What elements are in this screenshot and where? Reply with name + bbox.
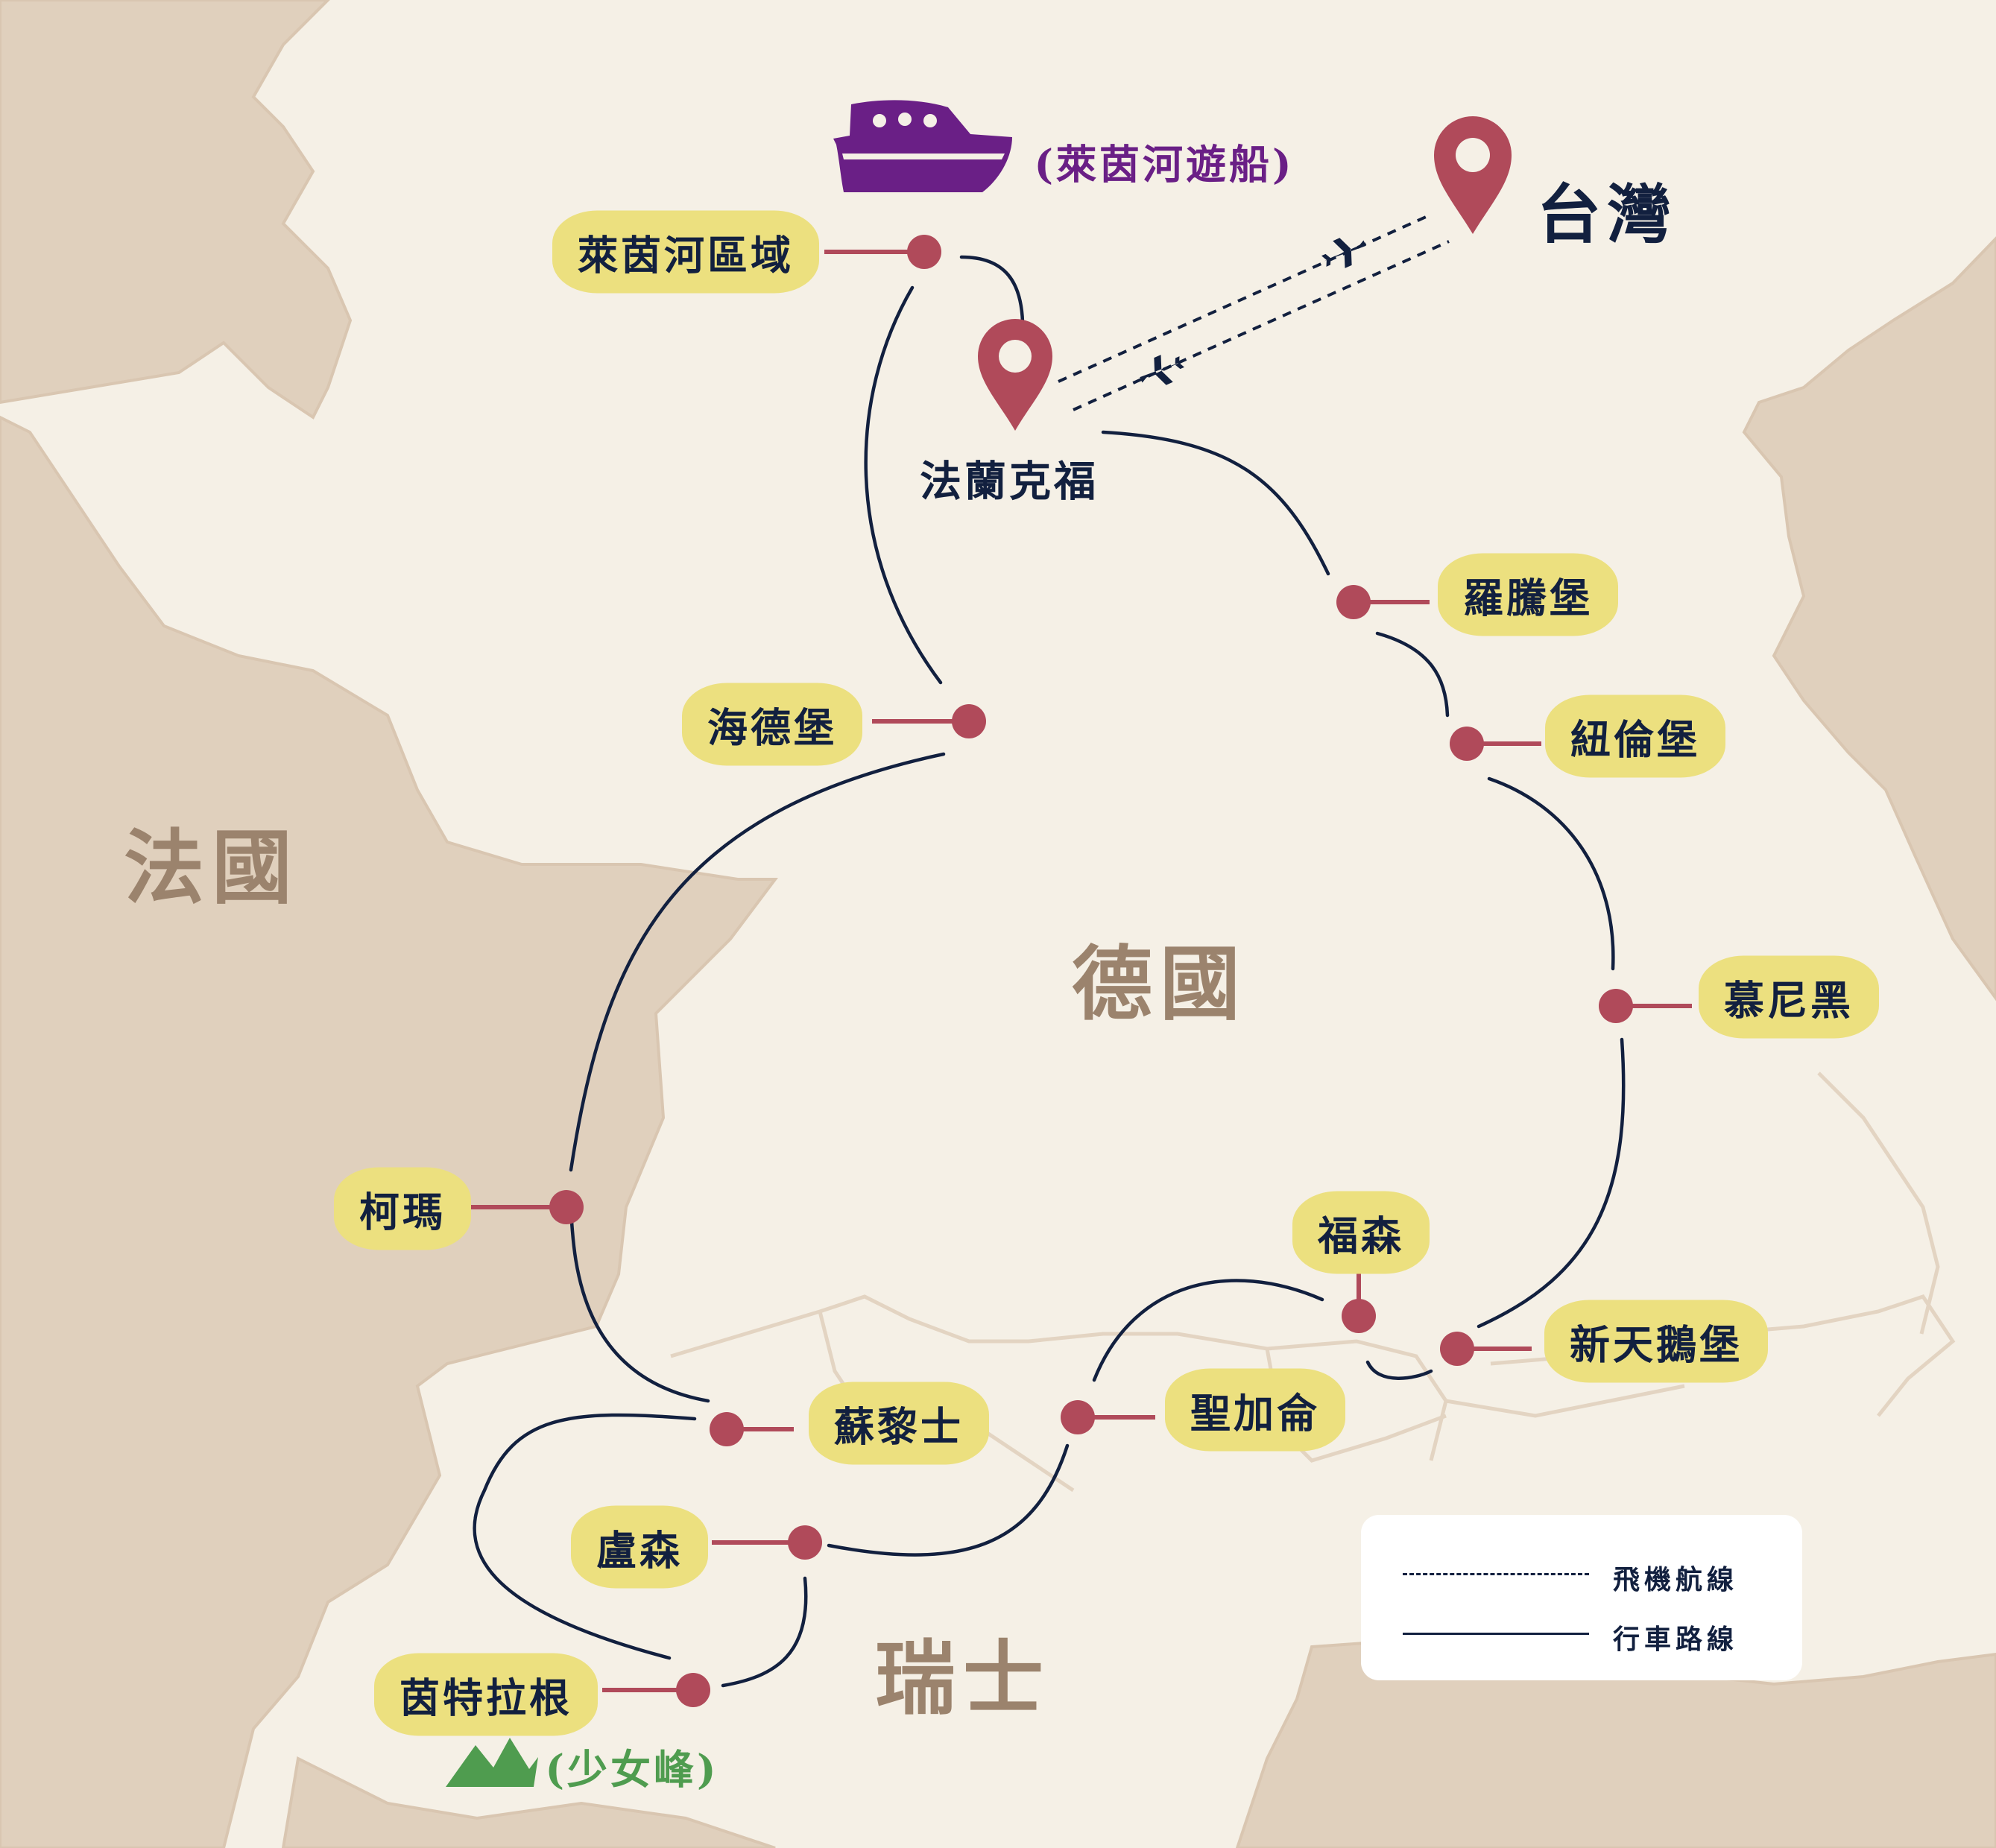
country-label-switzerland: 瑞士 (874, 1632, 1052, 1726)
city-label-munich: 慕尼黑 (1699, 955, 1879, 1039)
stop-interlaken (676, 1673, 710, 1707)
city-label-nuremberg: 紐倫堡 (1545, 694, 1725, 778)
city-label-fussen: 福森 (1292, 1191, 1430, 1274)
city-label-heidelberg: 海德堡 (682, 683, 862, 766)
city-label-taiwan: 台灣 (1537, 177, 1677, 253)
legend-row-drive: 行車路線 (1403, 1612, 1775, 1656)
rhine-cruise-label: (萊茵河遊船) (1034, 140, 1295, 189)
city-label-lucerne: 盧森 (571, 1505, 708, 1589)
region-france (0, 415, 778, 1848)
stop-fussen (1342, 1299, 1376, 1333)
city-label-interlaken: 茵特拉根 (374, 1653, 598, 1736)
region-north-west (0, 0, 353, 420)
legend-flight-label: 飛機航線 (1613, 1564, 1739, 1595)
stop-neuschwanstein (1440, 1332, 1474, 1366)
legend-drive-label: 行車路線 (1613, 1624, 1739, 1655)
flight-routes (1058, 213, 1450, 411)
location-pin-icon (1434, 116, 1512, 234)
region-east (1742, 236, 1996, 1001)
stop-rhine-region (907, 235, 941, 269)
flight-line-return (1073, 240, 1450, 411)
map-legend: 飛機航線 行車路線 (1361, 1515, 1802, 1680)
city-label-st-gallen: 聖加侖 (1165, 1368, 1345, 1452)
legend-row-flight: 飛機航線 (1403, 1552, 1775, 1597)
city-label-rothenburg: 羅騰堡 (1438, 553, 1618, 636)
city-label-neuschwanstein: 新天鵝堡 (1544, 1300, 1768, 1383)
airplane-icon (1321, 238, 1366, 268)
jungfrau-label: (少女峰) (545, 1745, 719, 1794)
country-label-germany: 德國 (1071, 937, 1248, 1031)
route-stops (549, 235, 1633, 1707)
country-label-france: 法國 (123, 821, 300, 915)
cruise-ship-icon (833, 100, 1012, 192)
stop-nuremberg (1450, 727, 1484, 761)
legend-dashed-line (1403, 1573, 1589, 1575)
stop-colmar (549, 1190, 584, 1224)
stop-rothenburg (1336, 585, 1371, 619)
city-label-zurich: 蘇黎士 (809, 1382, 989, 1465)
location-pin-icon (978, 319, 1052, 431)
stop-munich (1599, 989, 1633, 1023)
drive-route (473, 255, 1626, 1688)
airplane-icon (1140, 355, 1185, 385)
stop-st-gallen (1061, 1400, 1095, 1434)
region-south (281, 1756, 776, 1848)
stop-lucerne (788, 1525, 822, 1560)
city-label-frankfurt: 法蘭克福 (920, 457, 1099, 507)
flight-line-outbound (1058, 213, 1432, 383)
stop-heidelberg (952, 704, 986, 738)
mountain-icon (446, 1738, 538, 1787)
city-label-rhine-region: 萊茵河區域 (552, 210, 819, 294)
stop-zurich (710, 1412, 744, 1446)
city-label-colmar: 柯瑪 (334, 1167, 471, 1250)
legend-solid-line (1403, 1633, 1589, 1635)
